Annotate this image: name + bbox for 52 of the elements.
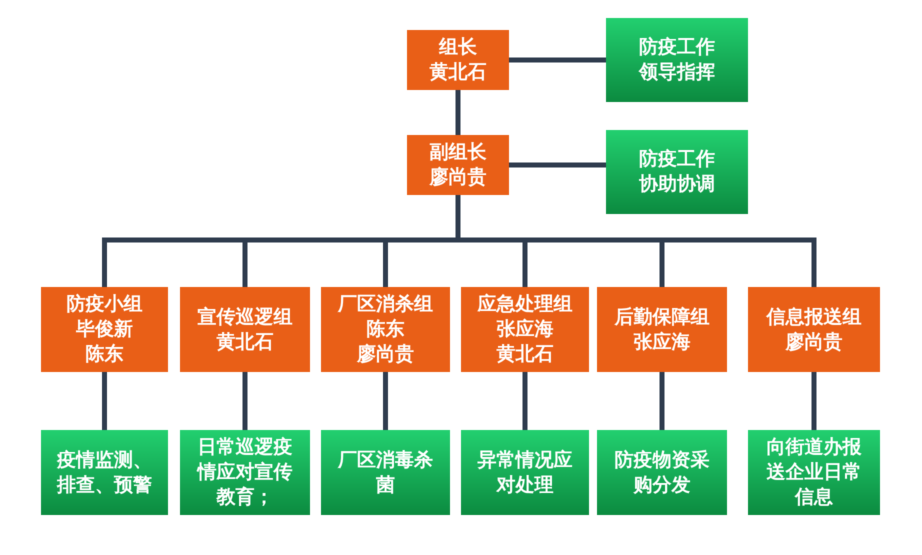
role-box bbox=[321, 287, 450, 372]
connector-line bbox=[509, 58, 606, 62]
node-text: 向街道办报送企业日常信息 bbox=[766, 435, 862, 510]
node-text: 厂区消毒杀菌 bbox=[338, 448, 433, 498]
node-text: 组长 bbox=[439, 35, 477, 60]
duty-box bbox=[321, 430, 450, 515]
duty-box bbox=[180, 430, 310, 515]
node-text: 廖尚贵 bbox=[430, 165, 486, 190]
role-box bbox=[41, 287, 168, 372]
connector-line bbox=[522, 372, 528, 430]
duty-box bbox=[606, 18, 748, 102]
node-text: 应急处理组 bbox=[478, 292, 572, 317]
node-text: 毕俊新 bbox=[76, 317, 133, 342]
role-box bbox=[180, 287, 310, 372]
connector-line bbox=[660, 372, 664, 430]
node-text: 信息报送组 bbox=[766, 304, 862, 330]
node-text: 黄北石 bbox=[496, 342, 554, 367]
node-text: 黄北石 bbox=[216, 330, 274, 354]
node-text: 陈东 bbox=[86, 342, 124, 367]
node-text: 异常情况应对处理 bbox=[478, 448, 572, 498]
node-text: 后勤保障组 bbox=[614, 304, 710, 330]
connector-line bbox=[812, 372, 816, 430]
node-text: 张应海 bbox=[634, 330, 690, 354]
duty-box bbox=[748, 430, 880, 515]
role-box bbox=[748, 287, 880, 372]
node-text: 张应海 bbox=[496, 317, 554, 342]
connector-line bbox=[509, 162, 606, 168]
role-box bbox=[407, 30, 509, 90]
role-box bbox=[407, 135, 509, 195]
node-text: 防疫小组 bbox=[66, 292, 142, 317]
node-text: 廖尚贵 bbox=[786, 330, 842, 354]
node-text: 廖尚贵 bbox=[357, 342, 414, 367]
connector-line bbox=[383, 372, 388, 430]
node-text: 宣传巡逻组 bbox=[198, 304, 292, 330]
node-text: 陈东 bbox=[366, 317, 404, 342]
duty-box bbox=[461, 430, 589, 515]
duty-box bbox=[41, 430, 168, 515]
node-text: 疫情监测、排查、预警 bbox=[57, 448, 152, 498]
role-box bbox=[597, 287, 727, 372]
duty-box bbox=[597, 430, 727, 515]
node-text: 黄北石 bbox=[430, 60, 486, 85]
node-text: 厂区消杀组 bbox=[338, 292, 433, 317]
duty-box bbox=[606, 130, 748, 214]
connector-line bbox=[456, 90, 460, 135]
role-box bbox=[461, 287, 589, 372]
connector-line bbox=[242, 372, 248, 430]
connector-line bbox=[102, 372, 107, 430]
node-text: 防疫工作领导指挥 bbox=[639, 35, 715, 85]
node-text: 防疫工作协助协调 bbox=[639, 147, 715, 197]
node-text: 防疫物资采购分发 bbox=[614, 448, 710, 498]
node-text: 副组长 bbox=[430, 140, 486, 165]
node-text: 日常巡逻疫情应对宣传教育； bbox=[198, 435, 292, 510]
